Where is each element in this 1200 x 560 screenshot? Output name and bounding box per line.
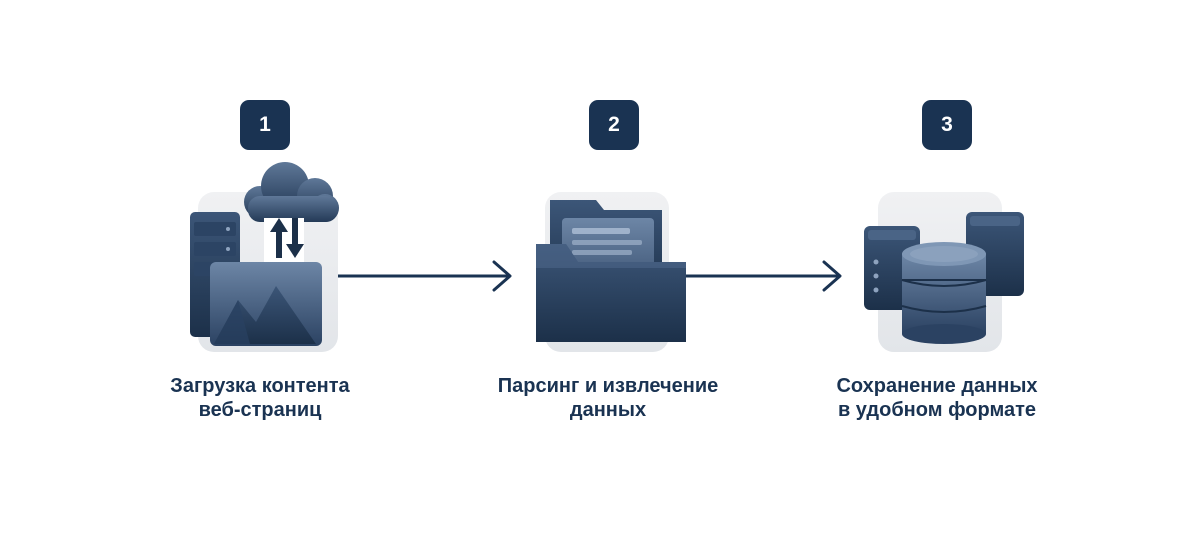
transfer-arrows-icon (264, 218, 304, 264)
step-caption-2: Парсинг и извлечение данных (448, 374, 768, 422)
image-card-icon (210, 262, 322, 346)
step-caption-1-line-1: Загрузка контента (170, 375, 350, 397)
step-number-badge-2: 2 (589, 100, 639, 150)
database-cylinder-icon (901, 242, 987, 344)
folder-front (536, 244, 686, 342)
step-caption-3-line-1: Сохранение данных (836, 375, 1038, 397)
step-caption-1: Загрузка контента веб-страниц (100, 374, 420, 422)
step-caption-3-line-2: в удобном формате (837, 399, 1037, 421)
cloud-icon (244, 162, 339, 222)
folder-documents-icon (536, 192, 686, 352)
step-caption-2-line-2: данных (569, 399, 647, 421)
step-caption-2-line-1: Парсинг и извлечение (497, 375, 719, 397)
step-caption-3: Сохранение данных в удобном формате (777, 374, 1097, 422)
database-servers-icon (864, 192, 1024, 352)
connector-arrow-2-3 (682, 260, 842, 292)
step-number-badge-1: 1 (240, 100, 290, 150)
step-caption-1-line-2: веб-страниц (198, 399, 322, 421)
server-cloud-image-icon (190, 162, 339, 352)
connector-arrow-1-2 (322, 260, 512, 292)
step-number-badge-3: 3 (922, 100, 972, 150)
